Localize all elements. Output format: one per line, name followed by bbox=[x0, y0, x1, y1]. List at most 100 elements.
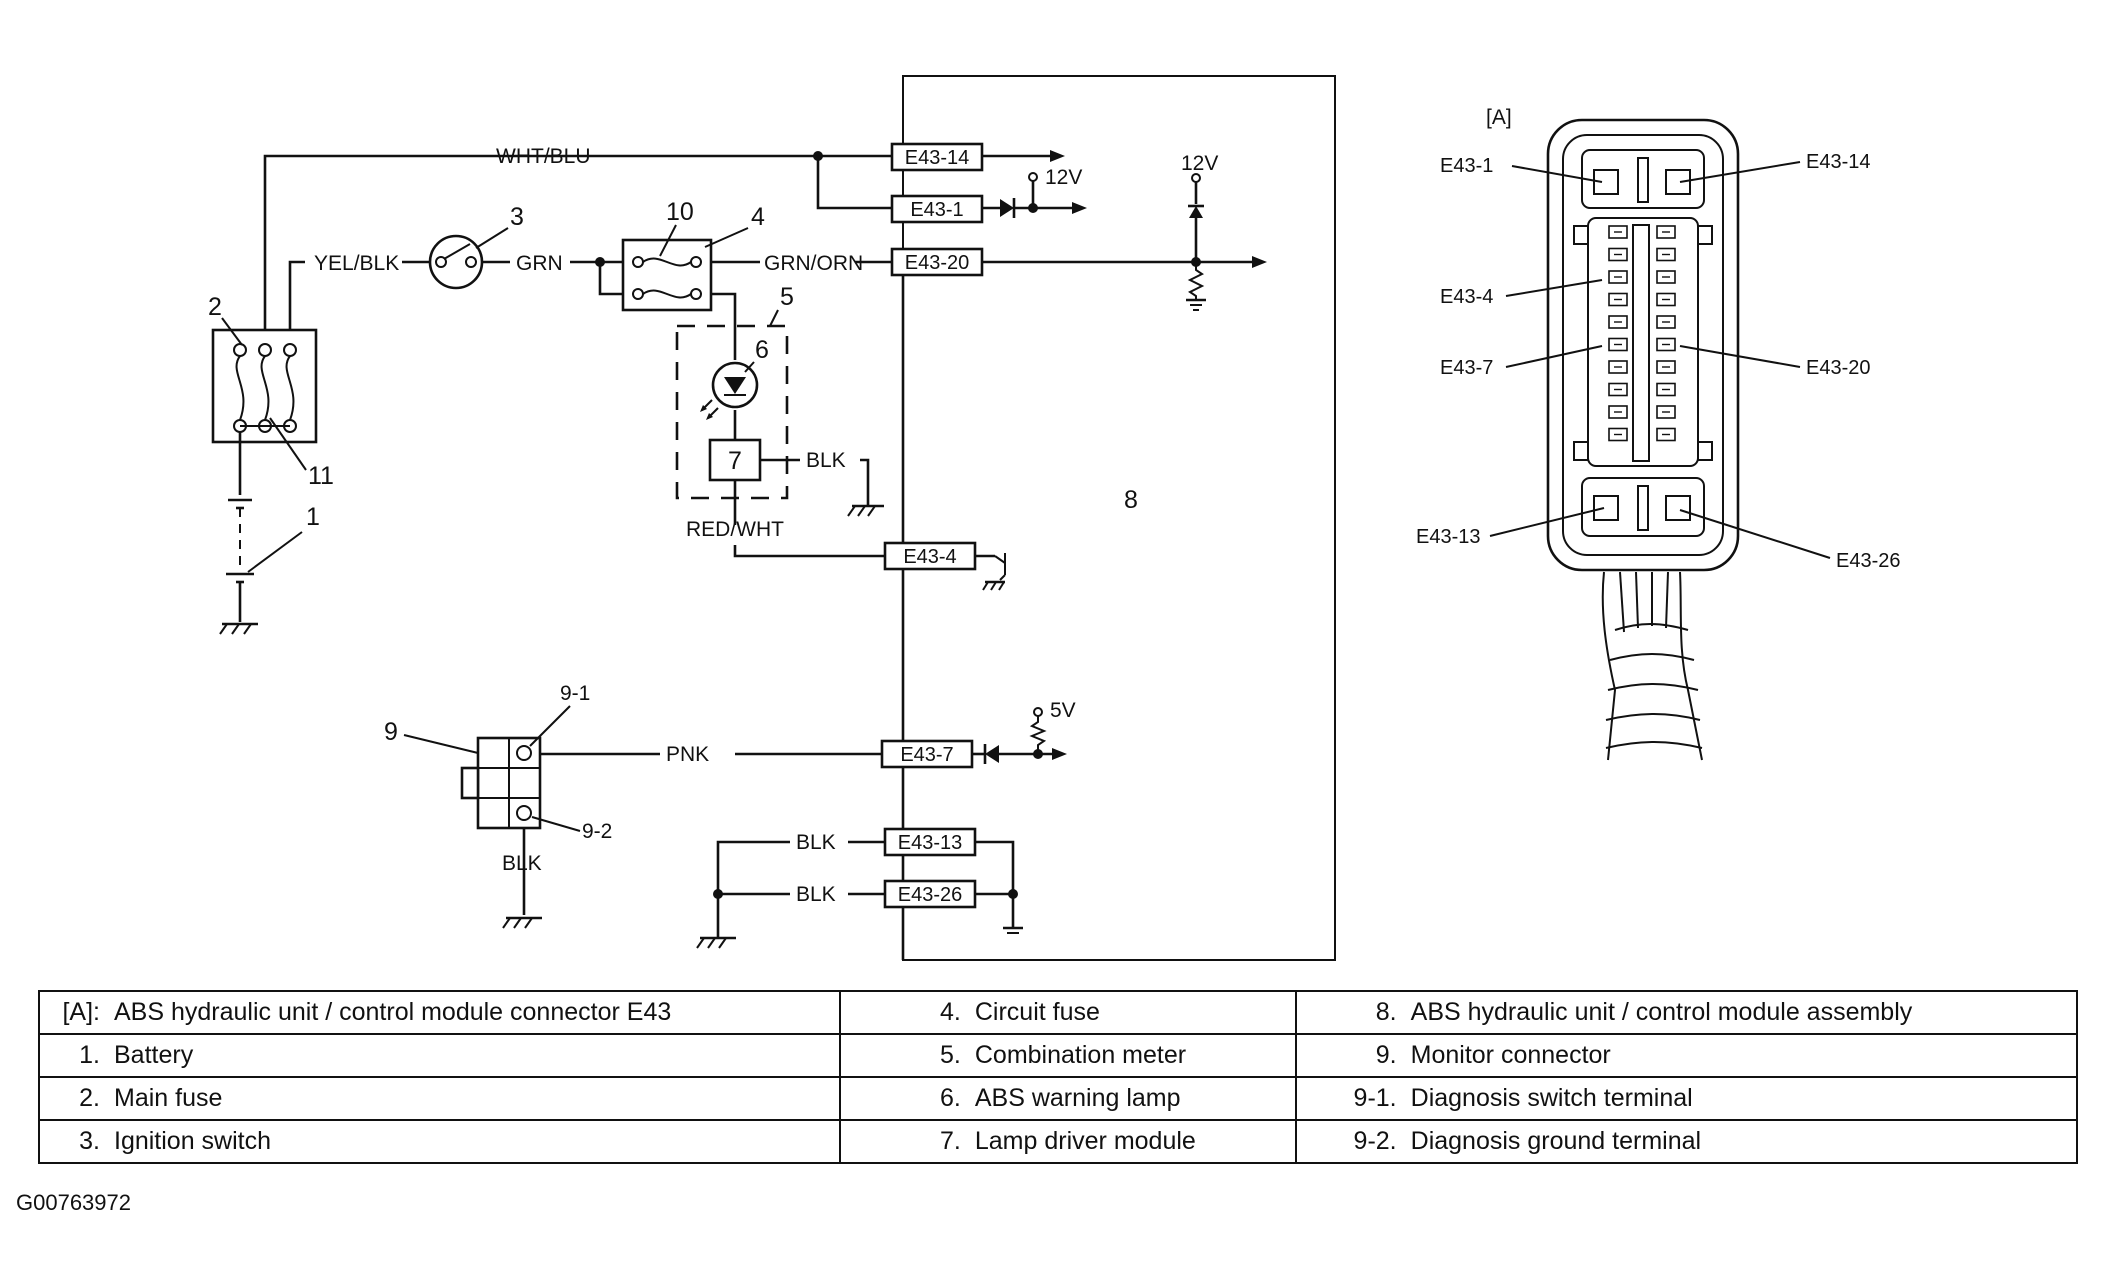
connector-pin bbox=[1656, 247, 1676, 262]
legend-cell: 4.Circuit fuse bbox=[838, 990, 1297, 1035]
svg-text:E43-13: E43-13 bbox=[898, 832, 963, 854]
legend-text: Combination meter bbox=[974, 1041, 1187, 1069]
legend-cell: 3.Ignition switch bbox=[38, 1119, 841, 1164]
legend-cell: 5. Combination meter bbox=[838, 1033, 1297, 1078]
connector-pin bbox=[1656, 225, 1676, 239]
battery bbox=[219, 498, 258, 635]
legend-cell: 6.ABS warning lamp bbox=[838, 1076, 1297, 1121]
label-wht-blu: WHT/BLU bbox=[496, 145, 591, 168]
label-red-wht: RED/WHT bbox=[686, 518, 784, 541]
svg-text:E43-20: E43-20 bbox=[905, 252, 970, 274]
legend-text: ABS hydraulic unit / control module conn… bbox=[114, 998, 672, 1026]
circuit-fuse bbox=[621, 238, 713, 312]
connector-pin bbox=[1656, 405, 1676, 419]
legend-row: 1. Battery 5. Combination meter 9. Monitor co… bbox=[38, 1033, 2079, 1078]
legend-number: 2. bbox=[79, 1084, 100, 1112]
connector-pin bbox=[1608, 225, 1628, 239]
svg-text:1: 1 bbox=[306, 503, 320, 531]
terminal-e43-13: E43-13 bbox=[883, 827, 977, 857]
legend-cell: 9. Monitor connector bbox=[1294, 1033, 2079, 1078]
wire-yel-blk bbox=[288, 260, 305, 345]
svg-text:5V: 5V bbox=[1050, 699, 1076, 722]
abs-warning-lamp bbox=[700, 361, 759, 420]
legend-number: 5. bbox=[940, 1041, 961, 1069]
svg-text:2: 2 bbox=[208, 293, 222, 321]
terminal-e43-20: E43-20 bbox=[890, 247, 984, 277]
legend-number: 9-2. bbox=[1353, 1127, 1397, 1155]
legend-number: 4. bbox=[940, 998, 961, 1026]
terminal-e43-7: E43-7 bbox=[880, 739, 974, 769]
connector-pin bbox=[1656, 427, 1676, 442]
connector-pin bbox=[1608, 427, 1628, 442]
legend-cell: 7.Lamp driver module bbox=[838, 1119, 1297, 1164]
connector-e43-face: [A] bbox=[1486, 106, 1740, 761]
label-yel-blk: YEL/BLK bbox=[314, 252, 399, 275]
connector-pin bbox=[1656, 315, 1676, 329]
svg-text:8: 8 bbox=[1124, 486, 1138, 514]
legend-cell: [A]: ABS hydraulic unit / control module … bbox=[38, 990, 841, 1035]
connector-pin bbox=[1656, 292, 1676, 307]
lamp-driver-module: 7 bbox=[708, 438, 762, 482]
connector-pin bbox=[1608, 337, 1628, 352]
main-fuse bbox=[211, 328, 318, 444]
legend-number: 9. bbox=[1375, 1041, 1397, 1069]
legend-cell: 1. Battery bbox=[38, 1033, 841, 1078]
svg-text:10: 10 bbox=[666, 198, 694, 226]
connector-pin bbox=[1608, 405, 1628, 419]
legend-number: 6. bbox=[940, 1084, 961, 1112]
svg-text:E43-4: E43-4 bbox=[1440, 286, 1493, 308]
svg-text:4: 4 bbox=[751, 203, 765, 231]
legend-text: Battery bbox=[114, 1041, 194, 1069]
label-blk-e43-26: BLK bbox=[796, 883, 836, 906]
connector-pin bbox=[1656, 337, 1676, 352]
svg-text:11: 11 bbox=[308, 462, 334, 490]
legend-text: Diagnosis ground terminal bbox=[1410, 1127, 1702, 1155]
connector-pin bbox=[1656, 360, 1676, 374]
svg-text:E43-14: E43-14 bbox=[1806, 151, 1871, 173]
svg-text:[A]: [A] bbox=[1486, 106, 1512, 129]
legend-cell: 8.ABS hydraulic unit / control module as… bbox=[1294, 990, 2079, 1035]
monitor-connector bbox=[460, 736, 542, 830]
svg-text:E43-26: E43-26 bbox=[898, 884, 963, 906]
connector-pin bbox=[1608, 270, 1628, 284]
svg-text:E43-1: E43-1 bbox=[910, 199, 963, 221]
terminal-e43-14: E43-14 bbox=[890, 142, 984, 172]
svg-text:12V: 12V bbox=[1045, 166, 1082, 189]
terminal-e43-1: E43-1 bbox=[890, 194, 984, 224]
label-grn-orn: GRN/ORN bbox=[764, 252, 863, 275]
connector-pin bbox=[1608, 292, 1628, 307]
legend-cell: 9-2. Diagnosis ground terminal bbox=[1294, 1119, 2079, 1164]
legend-row: [A]: ABS hydraulic unit / control module … bbox=[38, 990, 2079, 1035]
connector-pin bbox=[1656, 270, 1676, 284]
legend-text: Ignition switch bbox=[114, 1127, 272, 1155]
legend-text: Diagnosis switch terminal bbox=[1410, 1084, 1693, 1112]
legend-number: [A]: bbox=[62, 998, 100, 1026]
combination-meter-outline bbox=[675, 324, 789, 500]
svg-text:9-1: 9-1 bbox=[560, 682, 590, 705]
connector-pin bbox=[1608, 315, 1628, 329]
label-blk-monitor: BLK bbox=[502, 852, 542, 875]
svg-text:E43-13: E43-13 bbox=[1416, 526, 1481, 548]
terminal-e43-26: E43-26 bbox=[883, 879, 977, 909]
connector-pin bbox=[1608, 360, 1628, 374]
svg-text:7: 7 bbox=[728, 447, 742, 475]
legend-cell: 9-1. Diagnosis switch terminal bbox=[1294, 1076, 2079, 1121]
figure-id: G00763972 bbox=[16, 1190, 131, 1215]
svg-text:5: 5 bbox=[780, 283, 794, 311]
ignition-switch bbox=[428, 234, 484, 290]
legend-table: [A]: ABS hydraulic unit / control module … bbox=[38, 990, 2079, 1164]
svg-text:6: 6 bbox=[755, 336, 769, 364]
svg-text:E43-7: E43-7 bbox=[900, 744, 953, 766]
svg-text:E43-1: E43-1 bbox=[1440, 155, 1493, 177]
legend-number: 9-1. bbox=[1353, 1084, 1397, 1112]
connector-pin bbox=[1656, 382, 1676, 397]
label-blk-lamp-driver: BLK bbox=[806, 449, 846, 472]
label-blk-e43-13: BLK bbox=[796, 831, 836, 854]
svg-text:12V: 12V bbox=[1181, 152, 1218, 175]
legend-text: Monitor connector bbox=[1410, 1041, 1611, 1069]
svg-text:9: 9 bbox=[384, 718, 398, 746]
legend-number: 1. bbox=[79, 1041, 100, 1069]
legend-number: 8. bbox=[1375, 998, 1397, 1026]
